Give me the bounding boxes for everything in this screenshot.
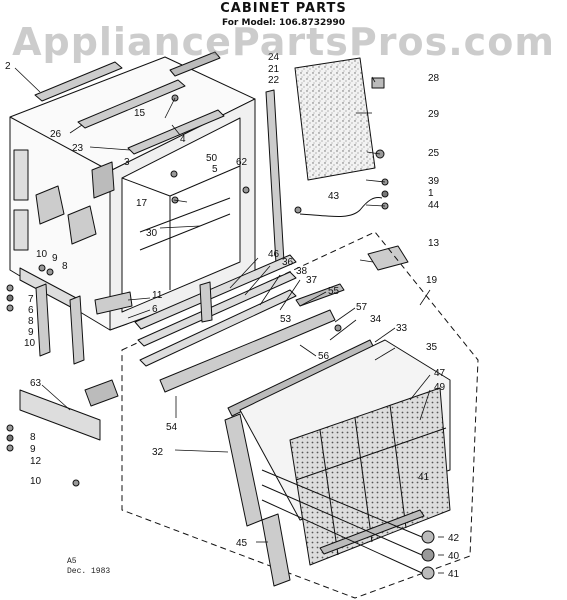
callout-28: 28	[428, 73, 440, 84]
callout-50: 50	[206, 153, 218, 164]
callout-8-middle: 8	[28, 316, 34, 327]
power-cord	[299, 197, 383, 217]
callout-17: 17	[136, 198, 148, 209]
callout-19: 19	[426, 275, 438, 286]
callout-26: 26	[50, 129, 62, 140]
callout-45: 45	[236, 538, 248, 549]
callout-53: 53	[280, 314, 292, 325]
left-brackets	[6, 264, 133, 487]
callout-12: 12	[30, 456, 42, 467]
callout-8-lower: 8	[30, 432, 36, 443]
callout-57: 57	[356, 302, 368, 313]
diagram-title: CABINET PARTS	[220, 1, 347, 16]
callout-63: 63	[30, 378, 42, 389]
leader-lines	[14, 67, 444, 574]
callout-4: 4	[180, 134, 186, 145]
control-knobs	[261, 469, 435, 580]
callout-2: 2	[5, 61, 11, 72]
callout-32: 32	[152, 447, 164, 458]
callout-34: 34	[370, 314, 382, 325]
callout-55: 55	[328, 286, 340, 297]
footer-code: A5	[67, 557, 77, 566]
model-number: For Model: 106.8732990	[221, 18, 346, 28]
footer-date: Dec. 1983	[67, 567, 111, 576]
callout-9-upper: 9	[52, 253, 58, 264]
callout-46: 46	[268, 249, 280, 260]
callout-38: 38	[296, 266, 308, 277]
callout-10-upper: 10	[36, 249, 48, 260]
filter-panel	[294, 57, 376, 181]
callout-33: 33	[396, 323, 408, 334]
callout-62: 62	[236, 157, 248, 168]
callout-22: 22	[268, 75, 280, 86]
callout-3: 3	[124, 157, 130, 168]
callout-35: 35	[426, 342, 438, 353]
top-rails	[34, 51, 225, 155]
callout-7: 7	[28, 294, 34, 305]
callout-37: 37	[306, 275, 318, 286]
callout-labels: 2 24 21 22 28 15 26 4 29 23 3 50 5 62 25…	[5, 52, 460, 580]
callout-23: 23	[72, 143, 84, 154]
louver-rails	[134, 254, 375, 417]
callout-5: 5	[212, 164, 218, 175]
callout-10-middle: 10	[24, 338, 36, 349]
callout-44: 44	[428, 200, 440, 211]
callout-43: 43	[328, 191, 340, 202]
callout-25: 25	[428, 148, 440, 159]
callout-13: 13	[428, 238, 440, 249]
callout-41-left: 41	[418, 472, 430, 483]
callout-9-lower: 9	[30, 444, 36, 455]
callout-11: 11	[152, 290, 163, 301]
callout-29: 29	[428, 109, 440, 120]
callout-39: 39	[428, 176, 440, 187]
callout-56: 56	[318, 351, 330, 362]
callout-36: 36	[282, 257, 294, 268]
callout-21: 21	[268, 64, 280, 75]
callout-49: 49	[434, 382, 446, 393]
callout-10-lower: 10	[30, 476, 42, 487]
callout-6-left: 6	[28, 305, 34, 316]
callout-47: 47	[434, 368, 446, 379]
callout-30: 30	[146, 228, 158, 239]
callout-9-middle: 9	[28, 327, 34, 338]
callout-6-right: 6	[152, 304, 158, 315]
callout-41-right: 41	[448, 569, 460, 580]
callout-1: 1	[428, 188, 434, 199]
callout-40: 40	[448, 551, 460, 562]
callout-24: 24	[268, 52, 280, 63]
front-assembly-outline	[121, 231, 479, 599]
bottom-strip	[261, 513, 291, 587]
callout-15: 15	[134, 108, 146, 119]
side-bracket	[265, 89, 285, 265]
control-panel-label	[367, 245, 409, 271]
callout-8-upper: 8	[62, 261, 68, 272]
callout-54: 54	[166, 422, 178, 433]
callout-42: 42	[448, 533, 460, 544]
